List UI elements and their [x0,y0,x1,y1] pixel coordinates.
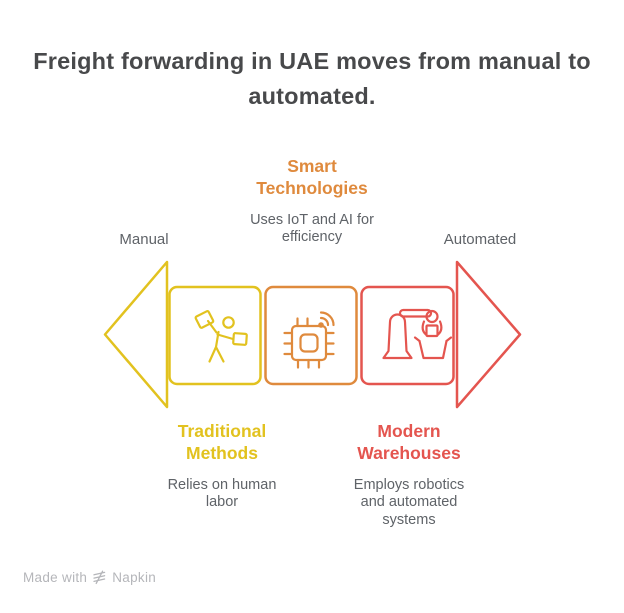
stage-box-smart-technologies-outline [264,285,358,386]
stage-name-smart-technologies: Smart Technologies [256,156,368,199]
stage-box-modern-warehouses [360,285,455,386]
page-title: Freight forwarding in UAE moves from man… [33,48,591,109]
brand-name: Napkin [112,570,157,585]
stage-description-traditional-methods: Relies on human labor [167,476,277,511]
iot-chip-wifi-icon [283,311,335,369]
right-arrowhead [455,260,522,409]
wifi-dot [318,322,324,328]
endpoint-label-manual: Manual [119,231,169,248]
worker-carrying-boxes-icon [194,310,248,363]
stage-label-traditional-methods: Traditional Methods Relies on human labo… [137,420,307,512]
stage-name-modern-warehouses: Modern Warehouses [357,421,461,464]
stage-name-traditional-methods: Traditional Methods [177,421,267,464]
made-with-text: Made with [23,570,88,585]
right-arrow-shape [360,260,522,409]
robot-arm-icon [382,308,453,360]
stage-box-smart-technologies [264,285,358,386]
left-arrowhead [103,260,169,409]
stage-description-smart-technologies: Uses IoT and AI for efficiency [250,211,374,246]
napkin-logo-icon [93,570,106,585]
stage-label-modern-warehouses: Modern Warehouses Employs robotics and a… [324,420,494,530]
left-arrow-shape [103,260,262,409]
endpoint-label-automated: Automated [443,231,517,248]
stage-description-modern-warehouses: Employs robotics and automated systems [353,476,465,529]
stage-box-traditional-methods [168,285,262,386]
stage-label-smart-technologies: Smart Technologies Uses IoT and AI for e… [202,155,422,247]
footer-credit: Made with Napkin [23,570,156,585]
